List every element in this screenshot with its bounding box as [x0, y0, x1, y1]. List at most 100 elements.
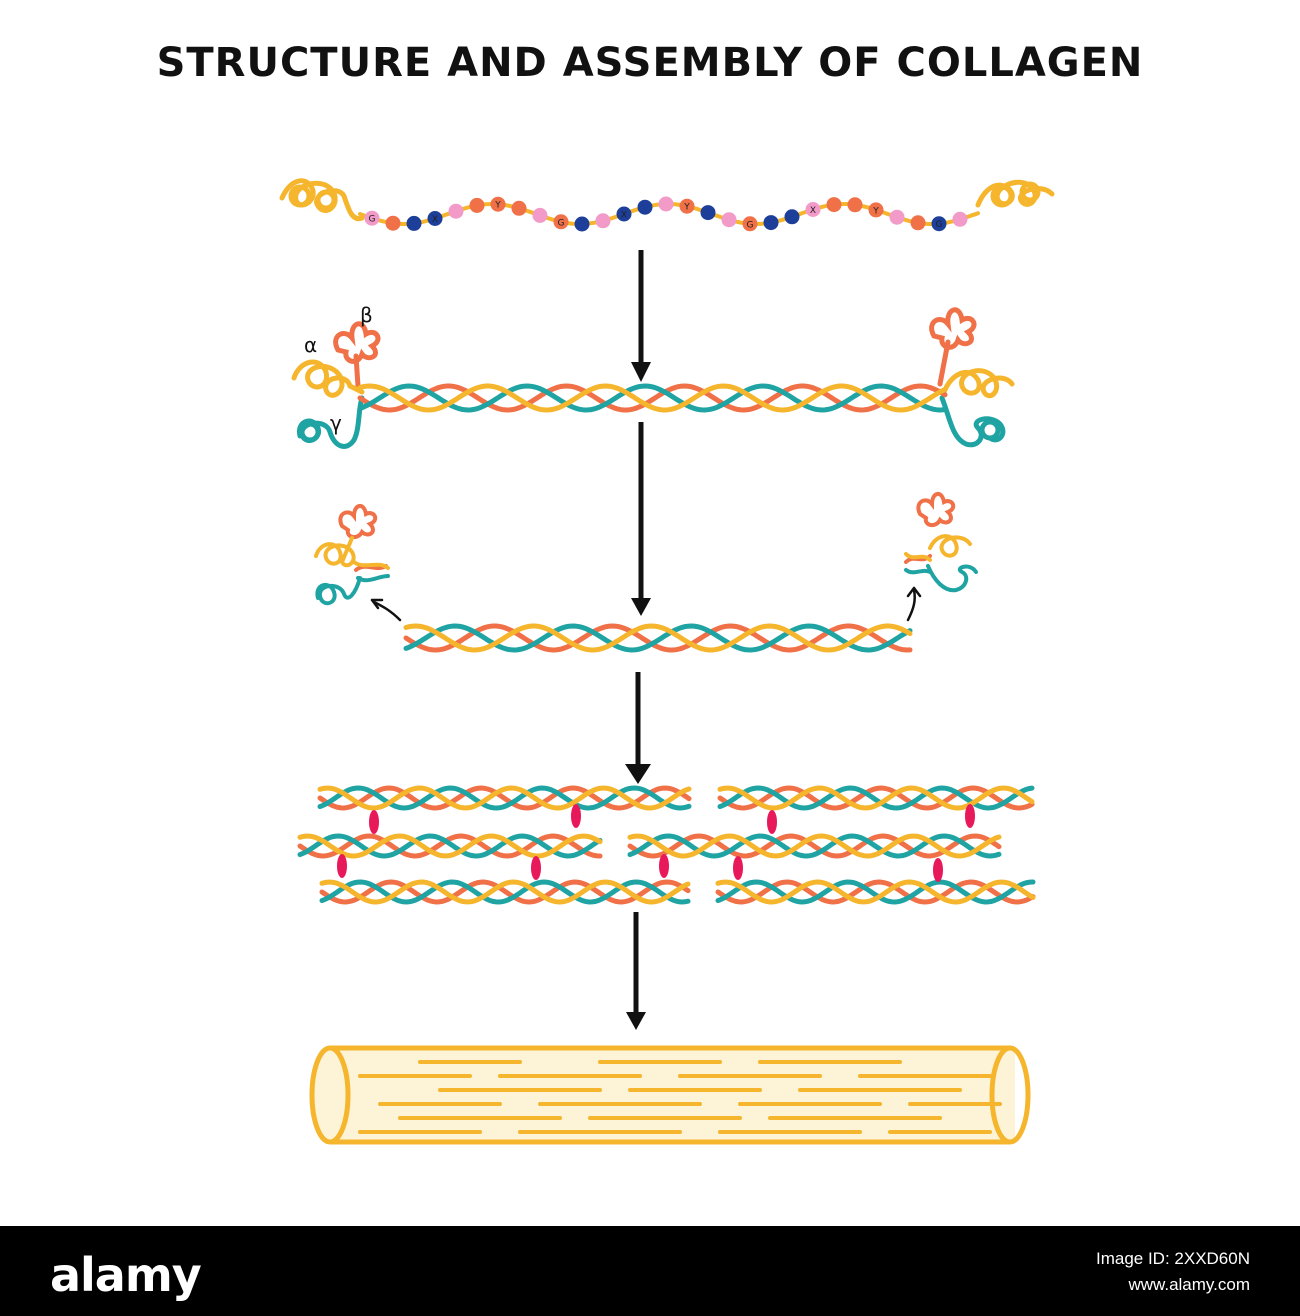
cleavage-arrows: [370, 586, 922, 622]
amino-acid-bead: [532, 207, 548, 223]
helix-strand-2: [317, 785, 692, 811]
helix-strand-1: [357, 383, 948, 413]
crosslinked-fibril: [297, 785, 1036, 905]
cleavage-stage: [314, 492, 978, 653]
amino-acid-bead: [700, 205, 716, 221]
amino-acid-bead: [742, 216, 758, 232]
crosslink: [733, 856, 743, 880]
amino-acid-bead: [427, 211, 443, 226]
fibril-helix-5: [319, 879, 691, 905]
tropocollagen-triple-helix: [403, 623, 913, 653]
procollagen: [291, 307, 1015, 449]
amino-acid-bead: [868, 202, 884, 218]
procollagen-helix: [357, 383, 948, 413]
amino-acid-bead: [847, 197, 863, 213]
amino-acid-bead: [637, 199, 653, 215]
helix-strand-3: [319, 879, 691, 905]
footer-image-info: Image ID: 2XXD60N www.alamy.com: [1096, 1246, 1250, 1298]
helix-strand-2: [319, 879, 691, 905]
fiber-body: [325, 1050, 1015, 1142]
helix-strand-3: [357, 383, 948, 413]
amino-acid-bead: [763, 215, 779, 231]
crosslink: [659, 854, 669, 878]
helix-strand-1: [319, 879, 691, 905]
amino-acid-bead: [721, 212, 737, 228]
bead-letter: X: [810, 206, 816, 216]
amino-acid-bead: [931, 216, 947, 232]
page-title: STRUCTURE AND ASSEMBLY OF COLLAGEN: [156, 40, 1144, 86]
fiber-left-end: [309, 1045, 351, 1145]
amino-acid-bead: [385, 215, 401, 231]
amino-acid-bead: [679, 198, 695, 214]
fiber-outline: [330, 1045, 1010, 1145]
crosslink: [531, 856, 541, 880]
arrow-2: [631, 422, 651, 616]
helix-strand-1: [297, 833, 603, 859]
crosslink: [369, 810, 379, 834]
label-alpha: α: [304, 333, 317, 357]
fiber-fibril-lines: [358, 1060, 1002, 1134]
amino-acid-bead: [952, 211, 968, 227]
covalent-crosslinks: [337, 804, 975, 882]
arrow-3: [625, 672, 651, 784]
fibril-helix-6: [715, 879, 1036, 905]
helix-strand-2: [297, 833, 603, 859]
procollagen-triple-helix: [357, 383, 948, 413]
bead-letter: G: [369, 215, 376, 225]
fibril-helix-4: [627, 833, 1002, 859]
bead-letter: G: [936, 220, 943, 230]
bead-letter: Y: [494, 201, 501, 211]
footer-logo: alamy: [50, 1248, 202, 1302]
label-gamma: γ: [330, 411, 342, 435]
helix-strand-3: [403, 623, 913, 653]
helix-strand-3: [297, 833, 603, 859]
helix-strand-3: [717, 785, 1035, 811]
amino-acid-bead: [364, 210, 380, 226]
cleaved-right-propeptide: [904, 492, 978, 593]
amino-acid-bead: [889, 209, 905, 225]
amino-acid-bead: [553, 214, 569, 230]
amino-acid-bead: [805, 202, 821, 217]
collagen-fiber: [309, 1045, 1031, 1145]
crosslink: [571, 804, 581, 828]
chain-right-coil: [975, 179, 1055, 208]
footer-bar: alamy Image ID: 2XXD60N www.alamy.com: [0, 1226, 1300, 1316]
staggered-triple-helices: [297, 785, 1036, 905]
amino-acid-bead: [910, 215, 926, 231]
helix-strand-2: [627, 833, 1002, 859]
bead-letter: G: [558, 218, 565, 228]
bead-letter: Y: [683, 203, 690, 213]
fibril-helix-2: [717, 785, 1035, 811]
label-beta: β: [360, 303, 373, 327]
procollagen-left-propeptides: [291, 321, 381, 449]
helix-strand-2: [717, 785, 1035, 811]
process-arrows: [625, 250, 651, 1030]
arrow-4: [626, 912, 646, 1030]
helix-strand-1: [627, 833, 1002, 859]
amino-acid-bead: [826, 197, 842, 213]
amino-acid-bead: [595, 213, 611, 229]
helix-strand-3: [317, 785, 692, 811]
footer-image-id: Image ID: 2XXD60N: [1095, 1249, 1250, 1268]
amino-acid-bead: [616, 206, 632, 222]
arrow-1: [631, 250, 651, 382]
procollagen-right-propeptides: [929, 307, 1015, 448]
fibril-helix-3: [297, 833, 603, 859]
amino-acid-bead: [448, 203, 464, 219]
bead-letter: G: [747, 220, 754, 230]
helix-strand-3: [627, 833, 1002, 859]
amino-acid-bead: [469, 197, 485, 213]
helix-strand-1: [317, 785, 692, 811]
helix-strand-3: [715, 879, 1036, 905]
amino-acid-bead: [574, 216, 590, 232]
cleaved-left-propeptide: [314, 504, 390, 606]
crosslink: [933, 858, 943, 882]
amino-acid-bead: [490, 196, 506, 212]
amino-acid-bead: [511, 200, 527, 216]
amino-acid-bead: [784, 209, 800, 225]
fiber-right-end: [989, 1045, 1031, 1145]
crosslink: [337, 854, 347, 878]
